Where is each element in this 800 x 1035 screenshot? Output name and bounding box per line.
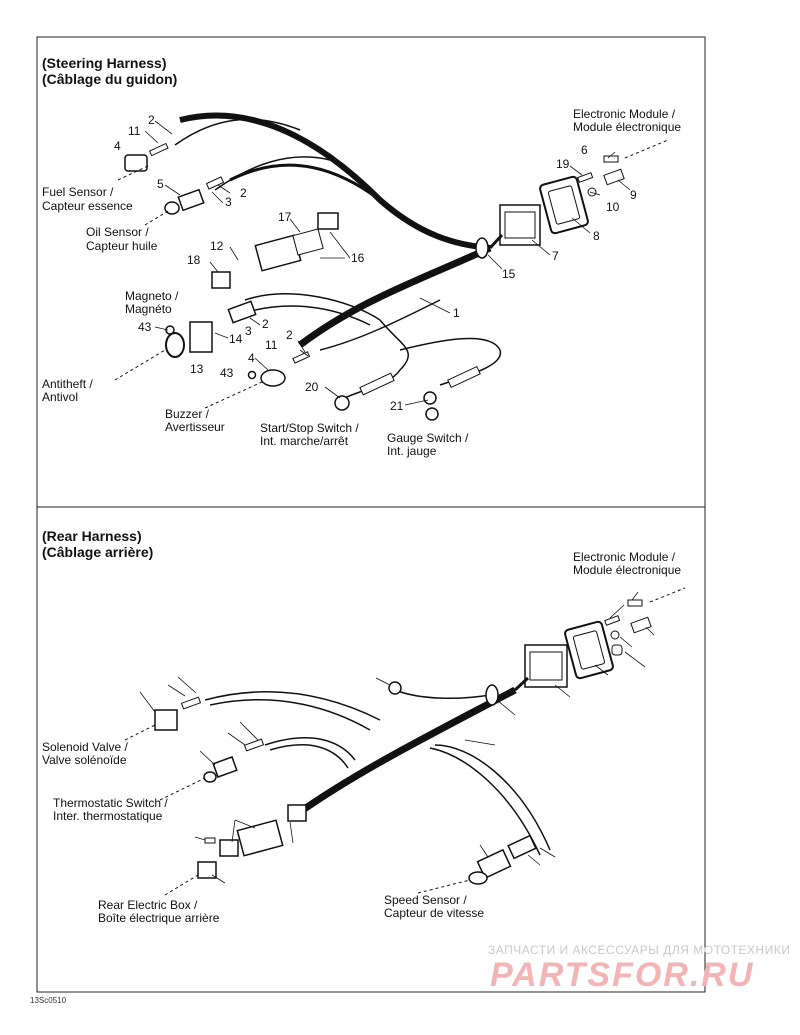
- callout-3: 3: [245, 324, 252, 338]
- oil-sensor-label-en: Oil Sensor /: [86, 225, 149, 239]
- watermark-tagline: ЗАПЧАСТИ И АКСЕССУАРЫ ДЛЯ МОТОТЕХНИКИ: [488, 943, 791, 957]
- callout-43: 43: [138, 320, 152, 334]
- electronic-module-label-fr: Module électronique: [573, 120, 682, 134]
- steering-harness-drawing: [114, 112, 669, 421]
- callout-12: 12: [210, 239, 224, 253]
- speed-sensor-label-fr: Capteur de vitesse: [384, 906, 485, 920]
- callout-6: 6: [581, 143, 588, 157]
- callout-2: 2: [240, 186, 247, 200]
- callout-16: 16: [351, 251, 365, 265]
- start-stop-label-en: Start/Stop Switch /: [260, 421, 359, 435]
- rear-title-fr: (Câblage arrière): [42, 544, 154, 560]
- steering-title-en: (Steering Harness): [42, 55, 167, 71]
- speed-sensor-label-en: Speed Sensor /: [384, 893, 467, 907]
- callout-3: 3: [225, 195, 232, 209]
- gauge-switch-label-en: Gauge Switch /: [387, 431, 469, 445]
- antitheft-label-en: Antitheft /: [42, 377, 93, 391]
- callout-2: 2: [286, 328, 293, 342]
- fuel-sensor-label-fr: Capteur essence: [42, 199, 133, 213]
- gauge-switch-label-fr: Int. jauge: [387, 444, 437, 458]
- callout-17: 17: [278, 210, 292, 224]
- rear-electronic-module-label-en: Electronic Module /: [573, 550, 676, 564]
- panel-frames: [36, 36, 706, 993]
- callout-11: 11: [128, 124, 141, 138]
- electronic-module-label-en: Electronic Module /: [573, 107, 676, 121]
- callout-15: 15: [502, 267, 516, 281]
- callout-43: 43: [220, 366, 234, 380]
- callout-5: 5: [157, 177, 164, 191]
- drawing-code: 13Sc0510: [30, 996, 67, 1005]
- callout-14: 14: [229, 332, 243, 346]
- thermostatic-switch-label-en: Thermostatic Switch /: [53, 796, 168, 810]
- callout-7: 7: [552, 249, 559, 263]
- callout-1: 1: [453, 306, 460, 320]
- callout-9: 9: [630, 188, 637, 202]
- callout-2: 2: [262, 317, 269, 331]
- buzzer-label-en: Buzzer /: [165, 407, 210, 421]
- fuel-sensor-label-en: Fuel Sensor /: [42, 185, 114, 199]
- callout-4: 4: [114, 139, 121, 153]
- solenoid-valve-label-fr: Valve solénoïde: [42, 753, 127, 767]
- callout-19: 19: [556, 157, 570, 171]
- callout-20: 20: [305, 380, 319, 394]
- buzzer-label-fr: Avertisseur: [165, 420, 225, 434]
- callout-21: 21: [390, 399, 404, 413]
- rear-harness-drawing: [124, 587, 686, 896]
- start-stop-label-fr: Int. marche/arrêt: [260, 434, 349, 448]
- oil-sensor-label-fr: Capteur huile: [86, 239, 158, 253]
- thermostatic-switch-label-fr: Inter. thermostatique: [53, 809, 163, 823]
- antitheft-label-fr: Antivol: [42, 390, 79, 404]
- solenoid-valve-label-en: Solenoid Valve /: [42, 740, 128, 754]
- callout-13: 13: [190, 362, 204, 376]
- callout-8: 8: [593, 229, 600, 243]
- magneto-label-en: Magneto /: [125, 289, 179, 303]
- rear-electronic-module-label-fr: Module électronique: [573, 563, 682, 577]
- callout-4: 4: [248, 351, 255, 365]
- callout-11: 11: [265, 338, 278, 352]
- callout-18: 18: [187, 253, 201, 267]
- callout-10: 10: [606, 200, 620, 214]
- rear-electric-box-label-en: Rear Electric Box /: [98, 898, 198, 912]
- rear-electric-box-label-fr: Boîte électrique arrière: [98, 911, 220, 925]
- steering-title-fr: (Câblage du guidon): [42, 71, 178, 87]
- watermark-logo: PARTSFOR.RU: [490, 956, 755, 994]
- magneto-label-fr: Magnéto: [125, 302, 172, 316]
- rear-title-en: (Rear Harness): [42, 528, 142, 544]
- callout-2: 2: [148, 113, 155, 127]
